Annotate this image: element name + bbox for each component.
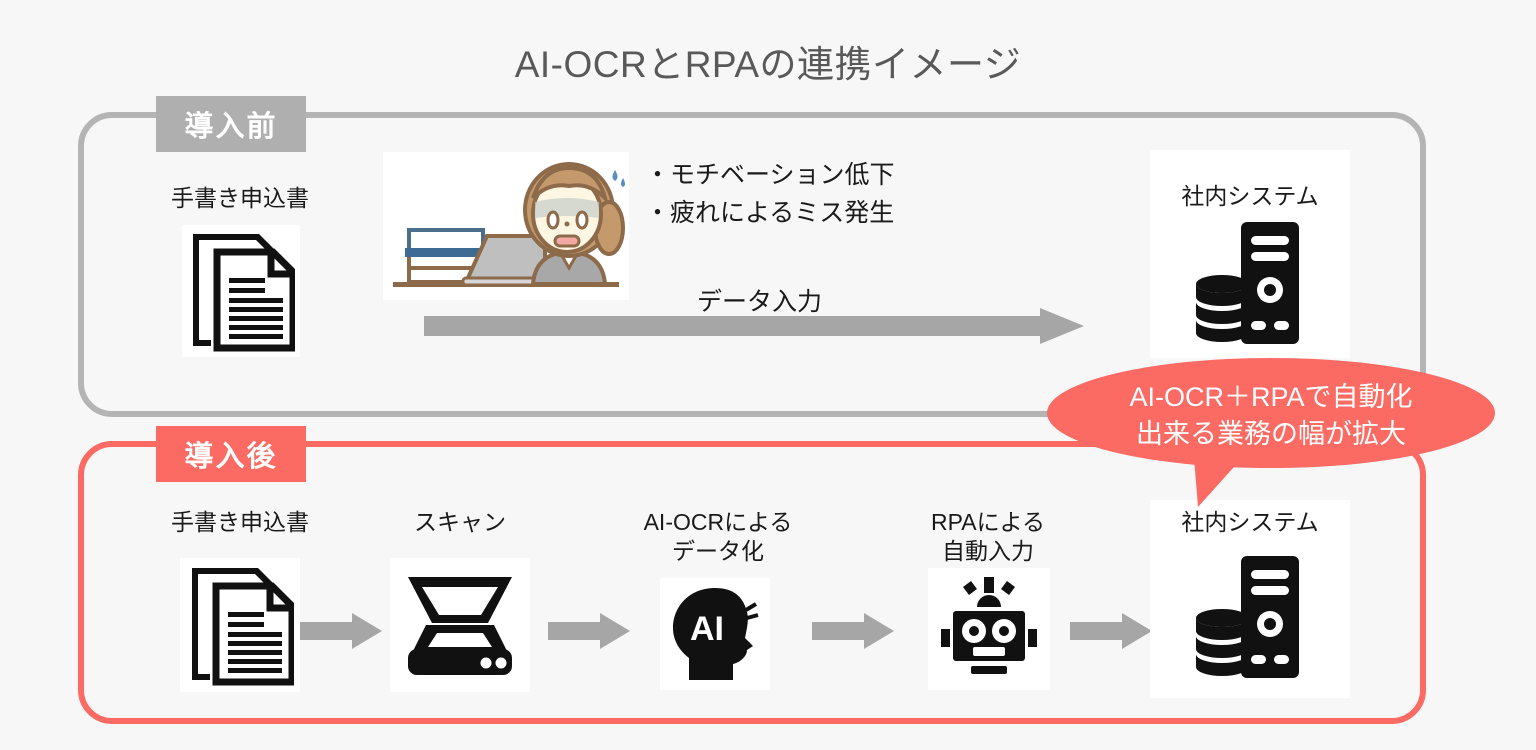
after-step-label-4: RPAによる 自動入力 bbox=[931, 509, 1045, 565]
before-system-label: 社内システム bbox=[1181, 183, 1319, 209]
before-document-icon bbox=[182, 225, 300, 357]
before-section-badge: 導入前 bbox=[156, 96, 306, 152]
callout-text: AI-OCR＋RPAで自動化 出来る業務の幅が拡大 bbox=[1129, 382, 1413, 450]
before-pain-points: ・モチベーション低下 ・疲れによるミス発生 bbox=[645, 161, 895, 227]
svg-text:AI: AI bbox=[690, 610, 724, 648]
after-step-icon-1 bbox=[180, 558, 300, 692]
after-step-label-2: スキャン bbox=[414, 509, 506, 535]
before-server-tower-icon bbox=[1185, 218, 1315, 353]
after-section-frame bbox=[78, 441, 1426, 724]
before-section-frame bbox=[78, 112, 1426, 417]
before-flow-arrow-label: データ入力 bbox=[697, 288, 823, 316]
stressed-office-worker-illustration bbox=[383, 152, 629, 300]
after-server-tower-icon bbox=[1185, 552, 1315, 687]
after-step-icon-3: AI bbox=[660, 578, 770, 690]
after-step-label-1: 手書き申込書 bbox=[171, 509, 309, 535]
after-step-icon-2 bbox=[390, 558, 530, 692]
after-step-icon-4 bbox=[928, 568, 1050, 690]
after-flow-arrow-3 bbox=[812, 613, 894, 654]
callout-bubble: AI-OCR＋RPAで自動化 出来る業務の幅が拡大 bbox=[1046, 355, 1496, 515]
after-step-label-3: AI-OCRによる データ化 bbox=[643, 509, 793, 565]
after-section-badge: 導入後 bbox=[156, 426, 306, 482]
after-flow-arrow-4 bbox=[1070, 613, 1152, 654]
data-entry-arrow bbox=[424, 308, 1084, 349]
before-document-label: 手書き申込書 bbox=[171, 185, 309, 211]
page-title: AI-OCRとRPAの連携イメージ bbox=[514, 44, 1022, 85]
after-step-label-5: 社内システム bbox=[1181, 509, 1319, 535]
after-flow-arrow-2 bbox=[548, 613, 630, 654]
after-flow-arrow-1 bbox=[300, 613, 382, 654]
